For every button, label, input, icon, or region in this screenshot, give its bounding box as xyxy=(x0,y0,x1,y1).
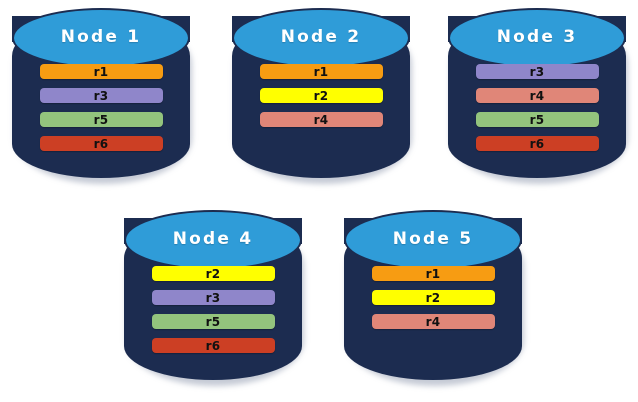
shard-label: r6 xyxy=(529,136,545,151)
node-title-label: Node 4 xyxy=(172,229,254,249)
node-top-disc: Node 2 xyxy=(232,8,410,68)
shard-bar[interactable]: r1 xyxy=(39,64,163,79)
shard-bar[interactable]: r2 xyxy=(151,266,275,281)
shard-bar[interactable]: r2 xyxy=(371,290,495,305)
database-node-cylinder[interactable]: Node 4 r2 r3 r5 r6 xyxy=(120,210,310,388)
shard-bar[interactable]: r4 xyxy=(259,112,383,127)
shard-bar[interactable]: r4 xyxy=(475,88,599,103)
shard-list: r3 r4 r5 r6 xyxy=(444,64,630,151)
shard-bar[interactable]: r4 xyxy=(371,314,495,329)
shard-label: r5 xyxy=(93,112,109,127)
node-top-disc: Node 4 xyxy=(124,210,302,270)
shard-label: r1 xyxy=(93,64,109,79)
shard-bar[interactable]: r6 xyxy=(151,338,275,353)
database-node-cylinder[interactable]: Node 5 r1 r2 r4 xyxy=(340,210,530,388)
node-top-disc: Node 1 xyxy=(12,8,190,68)
shard-label: r3 xyxy=(205,290,221,305)
shard-label: r2 xyxy=(205,266,221,281)
shard-bar[interactable]: r5 xyxy=(475,112,599,127)
shard-label: r3 xyxy=(93,88,109,103)
node-title-label: Node 5 xyxy=(392,229,474,249)
shard-label: r4 xyxy=(425,314,441,329)
node-title-label: Node 2 xyxy=(280,27,362,47)
shard-label: r2 xyxy=(425,290,441,305)
shard-label: r3 xyxy=(529,64,545,79)
shard-label: r5 xyxy=(205,314,221,329)
shard-bar[interactable]: r6 xyxy=(39,136,163,151)
database-node-cylinder[interactable]: Node 1 r1 r3 r5 r6 xyxy=(8,8,198,186)
shard-bar[interactable]: r6 xyxy=(475,136,599,151)
shard-label: r5 xyxy=(529,112,545,127)
node-title-label: Node 3 xyxy=(496,27,578,47)
node-top-disc: Node 3 xyxy=(448,8,626,68)
shard-bar[interactable]: r5 xyxy=(39,112,163,127)
shard-label: r6 xyxy=(93,136,109,151)
shard-label: r4 xyxy=(313,112,329,127)
database-node-cylinder[interactable]: Node 2 r1 r2 r4 xyxy=(228,8,418,186)
shard-label: r1 xyxy=(313,64,329,79)
database-node-cylinder[interactable]: Node 3 r3 r4 r5 r6 xyxy=(444,8,634,186)
shard-label: r4 xyxy=(529,88,545,103)
shard-bar[interactable]: r5 xyxy=(151,314,275,329)
node-top-disc: Node 5 xyxy=(344,210,522,270)
shard-bar[interactable]: r1 xyxy=(371,266,495,281)
shard-list: r1 r2 r4 xyxy=(340,266,526,329)
shard-label: r6 xyxy=(205,338,221,353)
shard-bar[interactable]: r1 xyxy=(259,64,383,79)
shard-bar[interactable]: r2 xyxy=(259,88,383,103)
shard-list: r1 r3 r5 r6 xyxy=(8,64,194,151)
node-title-label: Node 1 xyxy=(60,27,142,47)
shard-bar[interactable]: r3 xyxy=(39,88,163,103)
shard-list: r1 r2 r4 xyxy=(228,64,414,127)
shard-bar[interactable]: r3 xyxy=(151,290,275,305)
shard-bar[interactable]: r3 xyxy=(475,64,599,79)
shard-label: r2 xyxy=(313,88,329,103)
shard-label: r1 xyxy=(425,266,441,281)
shard-list: r2 r3 r5 r6 xyxy=(120,266,306,353)
